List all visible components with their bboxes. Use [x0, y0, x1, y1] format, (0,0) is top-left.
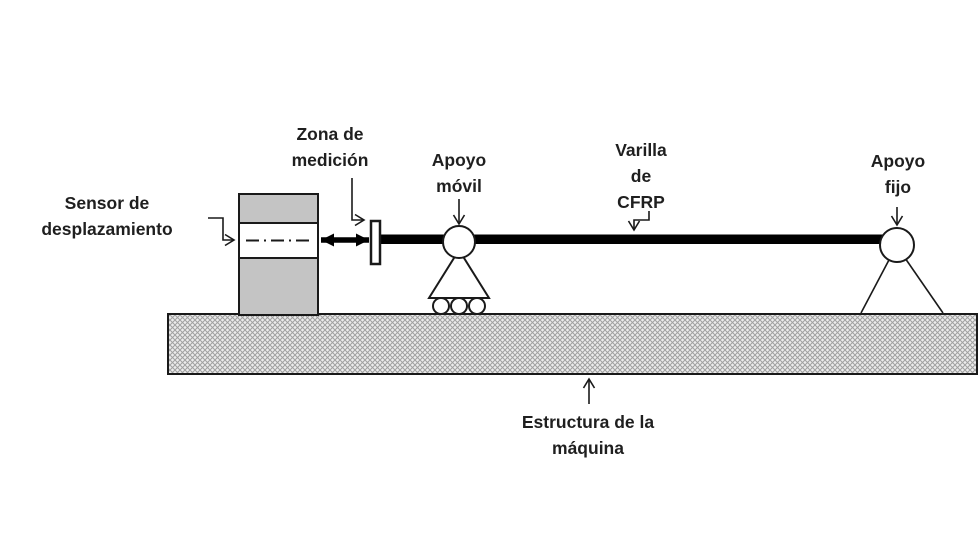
- sensor-label: Sensor de desplazamiento: [41, 193, 173, 239]
- zona-leader-line: [351, 178, 366, 227]
- roller-1: [432, 297, 450, 315]
- fixed-support-pin: [879, 227, 915, 263]
- apoyo-movil-label: Apoyo móvil: [431, 150, 487, 196]
- fixed-support-leg-right: [904, 257, 944, 314]
- measurement-plate: [369, 219, 382, 266]
- cfrp-rod: [380, 234, 897, 244]
- movable-support-pin: [442, 225, 476, 259]
- machine-base: [167, 313, 978, 375]
- fixed-support-leg-left: [860, 257, 891, 314]
- sensor-leader-line: [208, 217, 236, 247]
- roller-2: [450, 297, 468, 315]
- zona-medicion-label: Zona de medición: [291, 124, 369, 170]
- varilla-leader-line: [627, 211, 650, 232]
- roller-3: [468, 297, 486, 315]
- estructura-label: Estructura de la máquina: [521, 412, 655, 458]
- varilla-cfrp-label: Varilla de CFRP: [615, 140, 667, 212]
- apoyo-fijo-label: Apoyo fijo: [870, 151, 926, 197]
